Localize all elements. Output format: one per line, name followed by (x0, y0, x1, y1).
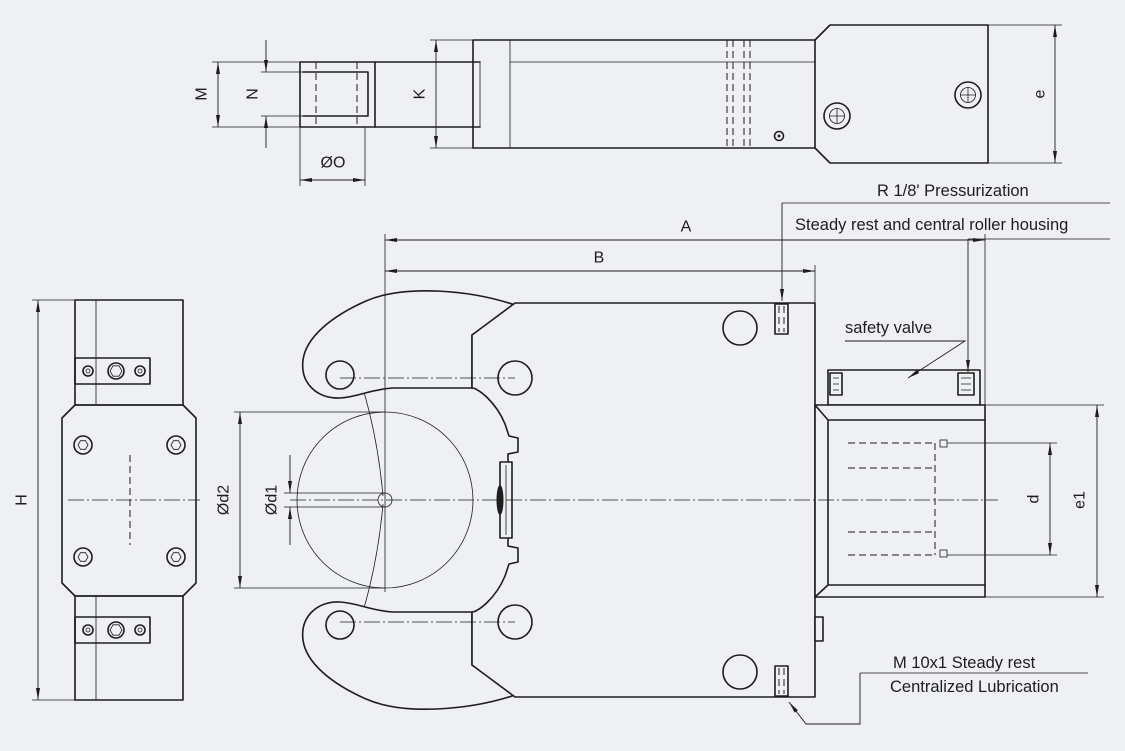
dim-e1-extension-lines (985, 404, 1104, 598)
clevis-slot (302, 71, 369, 117)
callout-lubrication: Centralized Lubrication (890, 678, 1059, 696)
valve-fitting-right-detail (961, 377, 971, 391)
port-left-outer-circle (823, 102, 851, 130)
body-bolt-lower-right (722, 654, 758, 690)
side-fitting (814, 616, 824, 642)
side-lower-plate-nut-circle (107, 621, 125, 639)
side-bolt-top-right-hex (170, 440, 182, 450)
side-upper-section (74, 299, 184, 406)
side-lower-plate (74, 616, 151, 644)
cylinder-end-cap (814, 24, 989, 164)
bottom-lube-fitting (774, 665, 789, 697)
upper-clamp-arm (301, 290, 519, 399)
top-view (299, 24, 989, 164)
lower-arm-pivot-pin (325, 610, 355, 640)
side-lower-section (74, 595, 184, 701)
callout-steady-rest-leader (788, 673, 861, 725)
side-bolt-top-right (166, 435, 186, 455)
side-bolt-bottom-left-hex (77, 552, 89, 562)
dim-e1-label: e1 (1072, 491, 1089, 509)
dim-O-extension-lines (299, 127, 366, 186)
lube-port-circle (773, 130, 785, 142)
side-bolt-top-left (73, 435, 93, 455)
clevis-outline (299, 61, 376, 128)
callout-safety-valve-leader (845, 340, 967, 379)
side-bolt-bottom-left (73, 547, 93, 567)
bottom-lube-fitting-thread (778, 668, 785, 694)
cylinder-body-top (472, 39, 816, 149)
arm-link-centerlines (340, 377, 515, 623)
cylinder-bore-hidden-lines (726, 40, 751, 148)
dim-d-label: d (1026, 495, 1043, 504)
dim-N-label: N (245, 88, 262, 100)
side-bolt-bottom-right (166, 547, 186, 567)
hidden-seal-lower (939, 549, 948, 558)
side-lower-plate-screw-right-center (137, 627, 143, 633)
safety-valve-block (827, 369, 981, 406)
side-upper-plate-screw-right (134, 365, 146, 377)
lube-port-dot (777, 134, 781, 138)
side-bolt-bottom-right-hex (170, 552, 182, 562)
callout-safety-valve: safety valve (845, 319, 932, 337)
dim-d2-extension-lines (234, 411, 385, 589)
cylinder-body-edges (509, 40, 815, 148)
dim-d1-label: Ød1 (264, 485, 281, 515)
top-lube-fitting (774, 303, 789, 335)
body-bolt-upper-right (722, 310, 758, 346)
front-view-dimensions: A B Ød2 Ød1 d e1 (216, 219, 1104, 598)
side-upper-plate-nut-circle (107, 362, 125, 380)
steady-rest-body (471, 302, 816, 698)
side-lower-plate-nut-hex (109, 624, 123, 636)
side-upper-plate-screw-left (82, 365, 94, 377)
central-roller (496, 485, 504, 515)
side-middle-section (61, 404, 197, 597)
valve-fitting-left-detail (833, 377, 839, 391)
dim-e-extension-lines (988, 24, 1062, 164)
side-upper-plate-nut-hex (109, 365, 123, 377)
dim-A-label: A (681, 219, 692, 236)
side-view: H (14, 299, 200, 701)
dim-e-label: e (1032, 89, 1049, 98)
callout-steady-rest-thread: M 10x1 Steady rest (893, 654, 1036, 672)
side-upper-plate (74, 357, 151, 385)
roller-housing (814, 404, 986, 598)
side-bolt-top-left-hex (77, 440, 89, 450)
upper-arm-pivot-pin (325, 360, 355, 390)
dim-M-label: M (194, 87, 211, 100)
dim-d1-extension-lines (284, 492, 385, 508)
side-lower-plate-screw-left-center (85, 627, 91, 633)
side-lower-plate-screw-left (82, 624, 94, 636)
dim-H-label: H (14, 494, 31, 506)
hidden-seal-upper (939, 439, 948, 448)
front-view (234, 234, 998, 710)
top-lube-fitting-thread (778, 306, 785, 332)
callouts: R 1/8' Pressurization Steady rest and ce… (780, 182, 1110, 725)
callout-pressurization: R 1/8' Pressurization (877, 182, 1029, 200)
dim-N-extension-lines (261, 71, 303, 117)
side-lower-plate-screw-right (134, 624, 146, 636)
top-view-dimensions: M N K ØO e (194, 24, 1062, 186)
piston-rod (374, 61, 481, 128)
port-right-outer-circle (954, 81, 982, 109)
dim-K-label: K (412, 88, 429, 99)
roller-housing-inner-edges (814, 404, 986, 598)
port-right-cross (960, 87, 976, 103)
dim-O-label: ØO (321, 155, 346, 172)
side-upper-plate-screw-left-center (85, 368, 91, 374)
dim-M-extension-lines (212, 61, 300, 128)
dim-B-label: B (594, 250, 605, 267)
dim-d2-label: Ød2 (216, 485, 233, 515)
dim-d-extension-lines (947, 442, 1057, 556)
side-upper-plate-screw-right-center (137, 368, 143, 374)
lower-clamp-arm (301, 601, 519, 710)
port-left-cross (829, 108, 845, 124)
callout-housing: Steady rest and central roller housing (795, 216, 1068, 234)
